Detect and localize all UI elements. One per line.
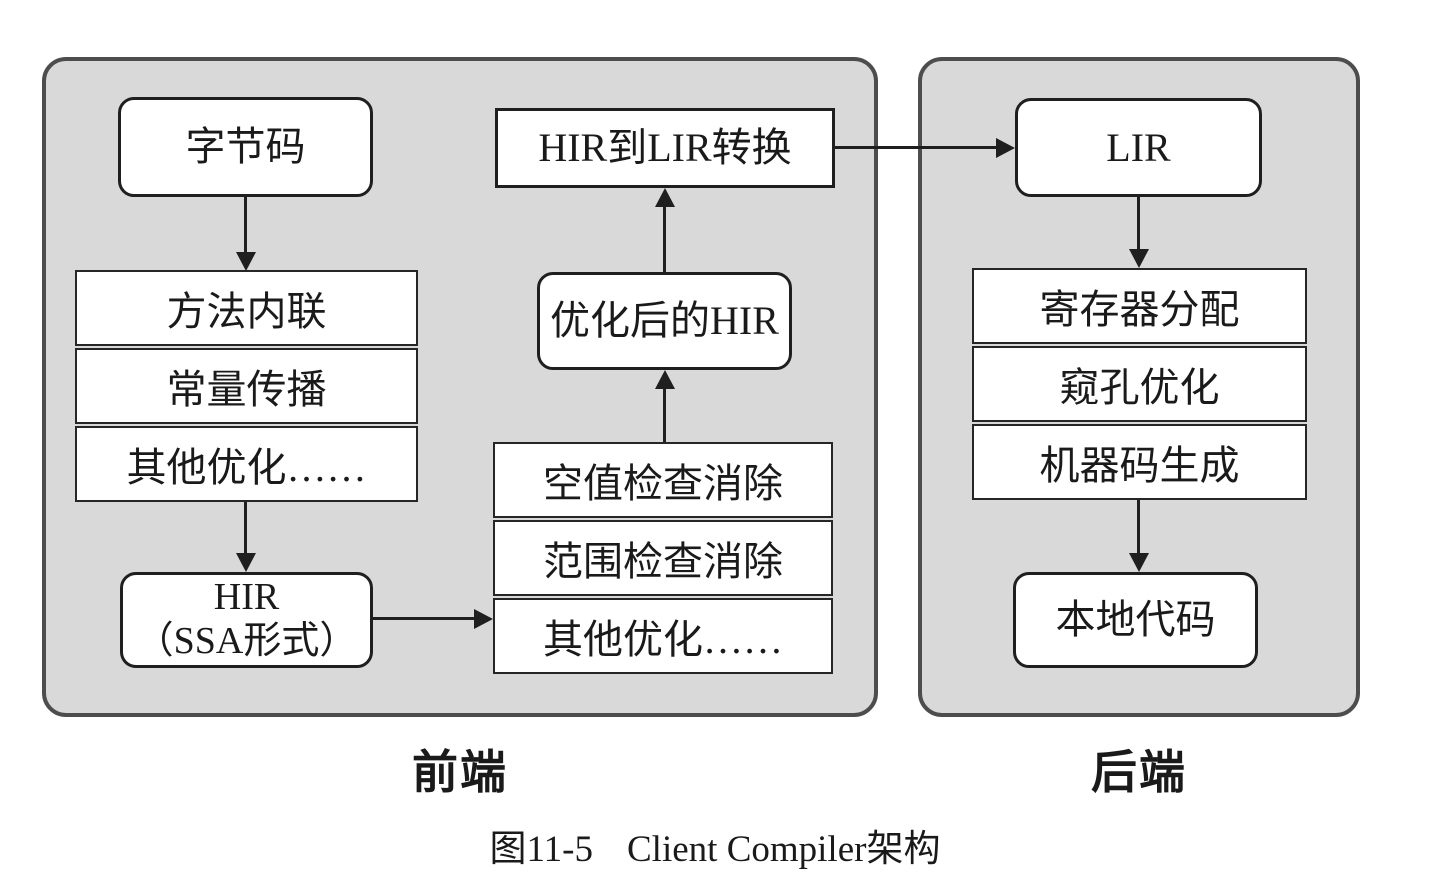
arrow-optstack-to-hir-line xyxy=(244,502,247,554)
lir-node: LIR xyxy=(1015,98,1262,197)
row-peephole-optimization: 窥孔优化 xyxy=(972,346,1307,422)
hir-optimization-stack: 空值检查消除 范围检查消除 其他优化…… xyxy=(493,442,833,674)
frontend-optimization-stack: 方法内联 常量传播 其他优化…… xyxy=(75,270,418,502)
hir-to-lir-label: HIR到LIR转换 xyxy=(538,125,792,170)
arrow-hir-to-midstack-icon xyxy=(474,609,493,629)
hir-to-lir-node: HIR到LIR转换 xyxy=(495,108,835,188)
figure-caption-number: 图11-5 xyxy=(489,829,593,870)
figure-caption: 图11-5 Client Compiler架构 xyxy=(0,818,1430,872)
arrow-optimizedhir-to-hirtolir-icon xyxy=(655,188,675,207)
bytecode-node: 字节码 xyxy=(118,97,373,197)
row-machine-code-generation-label: 机器码生成 xyxy=(1039,443,1240,488)
arrow-bytecode-to-optstack-line xyxy=(244,197,247,253)
row-constant-propagation: 常量传播 xyxy=(75,348,418,424)
row-other-optimizations-front-label: 其他优化…… xyxy=(126,445,367,490)
arrow-optimizedhir-to-hirtolir-line xyxy=(663,206,666,272)
row-null-check-elimination-label: 空值检查消除 xyxy=(543,461,783,506)
arrow-optstack-to-hir-icon xyxy=(236,553,256,572)
hir-ssa-line2: （SSA形式） xyxy=(135,620,358,662)
row-range-check-elimination-label: 范围检查消除 xyxy=(543,539,783,584)
arrow-midstack-to-optimizedhir-icon xyxy=(655,370,675,389)
row-other-optimizations-mid-label: 其他优化…… xyxy=(543,617,783,662)
optimized-hir-label: 优化后的HIR xyxy=(550,298,779,343)
figure-caption-title: Client Compiler架构 xyxy=(627,829,941,870)
backend-zone-label: 后端 xyxy=(1091,747,1187,798)
row-method-inlining: 方法内联 xyxy=(75,270,418,346)
arrow-lir-to-codegenstack-icon xyxy=(1129,249,1149,268)
native-code-label: 本地代码 xyxy=(1055,597,1216,642)
backend-codegen-stack: 寄存器分配 窥孔优化 机器码生成 xyxy=(972,268,1307,500)
row-range-check-elimination: 范围检查消除 xyxy=(493,520,833,596)
row-method-inlining-label: 方法内联 xyxy=(166,289,327,334)
row-register-allocation-label: 寄存器分配 xyxy=(1039,287,1240,332)
row-other-optimizations-mid: 其他优化…… xyxy=(493,598,833,674)
arrow-lir-to-codegenstack-line xyxy=(1137,197,1140,250)
arrow-midstack-to-optimizedhir-line xyxy=(663,388,666,442)
hir-ssa-line1: HIR xyxy=(213,576,280,619)
arrow-hirtolir-to-lir-icon xyxy=(996,138,1015,158)
row-machine-code-generation: 机器码生成 xyxy=(972,424,1307,500)
native-code-node: 本地代码 xyxy=(1013,572,1258,668)
row-other-optimizations-front: 其他优化…… xyxy=(75,426,418,502)
arrow-hir-to-midstack-line xyxy=(373,617,475,620)
row-register-allocation: 寄存器分配 xyxy=(972,268,1307,344)
row-constant-propagation-label: 常量传播 xyxy=(166,367,327,412)
row-peephole-optimization-label: 窥孔优化 xyxy=(1059,365,1220,410)
bytecode-label: 字节码 xyxy=(185,124,306,169)
arrow-codegenstack-to-native-icon xyxy=(1129,553,1149,572)
frontend-zone-label: 前端 xyxy=(412,747,508,798)
hir-ssa-node: HIR （SSA形式） xyxy=(120,572,373,668)
arrow-codegenstack-to-native-line xyxy=(1137,500,1140,554)
optimized-hir-node: 优化后的HIR xyxy=(537,272,792,370)
row-null-check-elimination: 空值检查消除 xyxy=(493,442,833,518)
lir-label: LIR xyxy=(1106,124,1171,170)
arrow-bytecode-to-optstack-icon xyxy=(236,252,256,271)
arrow-hirtolir-to-lir-line xyxy=(835,146,997,149)
